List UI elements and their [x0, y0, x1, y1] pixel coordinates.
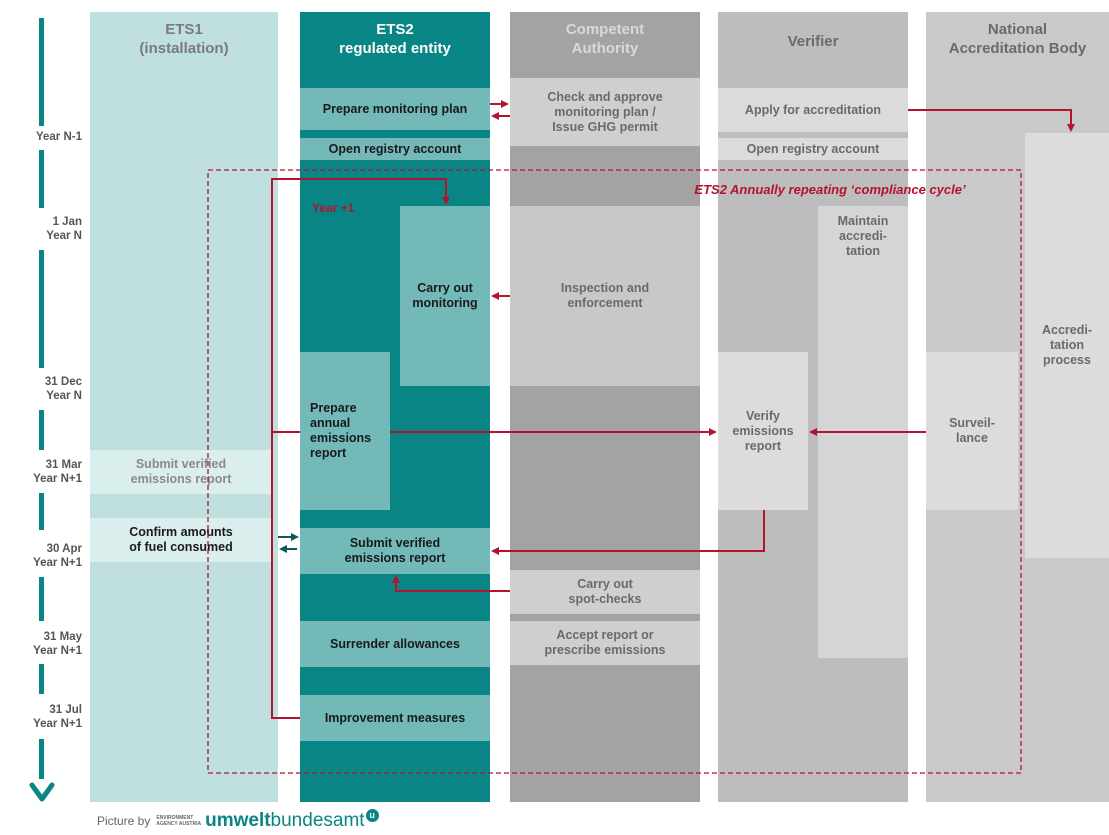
- timeline-segment: [39, 250, 44, 368]
- timeline-arrowhead-icon: [29, 782, 55, 802]
- header-ets2: ETS2 regulated entity: [339, 21, 451, 57]
- ets1-submit-verified-report: Submit verified emissions report: [90, 450, 272, 494]
- nab-surveillance: Surveil- lance: [926, 352, 1018, 510]
- authority-check-approve-plan: Check and approve monitoring plan / Issu…: [510, 78, 700, 146]
- compliance-cycle-dashed-frame: [207, 169, 1022, 774]
- footer-logo-light: bundesamt: [270, 810, 365, 831]
- timeline-segment: [39, 664, 44, 694]
- arrow-spotchecks-to-submit: [392, 575, 510, 592]
- timeline-segment: [39, 577, 44, 621]
- column-ets1: [90, 12, 278, 802]
- verifier-verify-emissions-report: Verify emissions report: [718, 352, 808, 510]
- header-ets1: ETS1 (installation): [139, 21, 229, 57]
- arrow-verifier-to-submit: [491, 510, 765, 555]
- header-authority: Competent Authority: [565, 21, 645, 57]
- timeline-segment: [39, 410, 44, 450]
- footer-credit: Picture by ENVIRONMENT AGENCY AUSTRIA um…: [97, 808, 379, 834]
- ets2-prepare-monitoring-plan: Prepare monitoring plan: [300, 88, 490, 130]
- header-nab: National Accreditation Body: [948, 21, 1087, 57]
- arrow-apply-to-nab: [908, 109, 1075, 132]
- timeline-31-dec: 31 Dec Year N: [44, 376, 82, 402]
- timeline-31-may: 31 May Year N+1: [33, 631, 82, 657]
- footer-logo-mark-icon: u: [365, 808, 379, 822]
- arrow-cycle-loop: [271, 178, 450, 719]
- timeline-31-mar: 31 Mar Year N+1: [33, 459, 82, 485]
- timeline-axis: Year N-1 1 Jan Year N 31 Dec Year N 31 M…: [0, 0, 90, 810]
- ets2-surrender-allowances: Surrender allowances: [300, 621, 490, 667]
- footer-agency-line1: ENVIRONMENT: [156, 815, 194, 821]
- timeline-segment: [39, 18, 44, 126]
- timeline-segment: [39, 493, 44, 530]
- authority-inspection-enforcement: Inspection and enforcement: [510, 206, 700, 386]
- ets2-prepare-annual-report: Prepare annual emissions report: [300, 352, 390, 510]
- verifier-apply-accreditation: Apply for accreditation: [718, 88, 908, 132]
- timeline-1-jan: 1 Jan Year N: [46, 216, 82, 242]
- timeline-segment: [39, 150, 44, 208]
- ets2-submit-verified-report: Submit verified emissions report: [300, 528, 490, 574]
- ets2-year-plus-one-label: Year +1: [312, 201, 355, 215]
- header-verifier: Verifier: [787, 33, 839, 50]
- compliance-cycle-label: ETS2 Annually repeating ‘compliance cycl…: [694, 182, 966, 197]
- timeline-year-n-minus-1: Year N-1: [35, 131, 82, 143]
- timeline-31-jul: 31 Jul Year N+1: [33, 704, 82, 730]
- ets2-open-registry-account: Open registry account: [300, 138, 490, 160]
- verifier-open-registry-account: Open registry account: [718, 138, 908, 160]
- timeline-30-apr: 30 Apr Year N+1: [33, 543, 82, 569]
- footer-picture-by: Picture by: [97, 814, 151, 828]
- footer-agency-name: ENVIRONMENT AGENCY AUSTRIA: [156, 815, 201, 827]
- timeline-segment: [39, 739, 44, 779]
- ets1-confirm-fuel-consumed: Confirm amounts of fuel consumed: [90, 518, 272, 562]
- authority-accept-report: Accept report or prescribe emissions: [510, 621, 700, 665]
- footer-logo-bold: umwelt: [205, 810, 271, 831]
- authority-carry-out-spot-checks: Carry out spot-checks: [510, 570, 700, 614]
- nab-accreditation-process: Accredi- tation process: [1025, 133, 1109, 558]
- ets2-carry-out-monitoring: Carry out monitoring: [400, 206, 490, 386]
- ets2-improvement-measures: Improvement measures: [300, 695, 490, 741]
- footer-agency-line2: AGENCY AUSTRIA: [156, 821, 202, 827]
